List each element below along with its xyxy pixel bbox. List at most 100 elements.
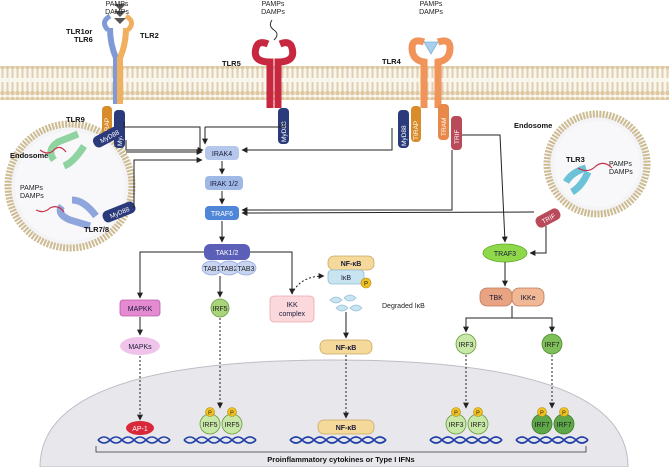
trif-adaptor [535,208,561,228]
irf5-b-label: IRF5 [224,422,239,429]
phospho-label: P [230,411,234,417]
irf3-node [455,333,477,355]
ikke-node [511,287,545,307]
tlr1-label: TLR1or [66,27,92,36]
tlr9-receptor [39,130,87,170]
irak12-node [205,176,243,190]
phospho-badge [537,407,547,417]
irf5-label: IRF5 [212,306,227,313]
pamps-label: PAMPs [20,185,43,192]
phospho-label: P [562,411,566,417]
trif-label: TRIF [454,130,461,144]
degraded-ikb-label: Degraded IκB [382,303,425,310]
irak4-node [205,146,239,160]
tirap-label: TIRAP [104,118,111,137]
irf7-label: IRF7 [544,342,559,349]
dna-strands [97,436,589,444]
tab3-label: TAB3 [238,266,255,273]
footer-bracket [95,446,587,453]
ikk-label: IKK [286,302,298,309]
myd88-label: MyD88 [281,121,288,142]
myd88-adaptor [92,124,126,148]
irf7-b-label: IRF7 [556,422,571,429]
ap1-label: AP-1 [132,426,148,433]
translocation-arrows [137,273,555,421]
pathway-arrows [123,122,555,339]
trif-adaptor [451,116,462,150]
tlr3-receptor [562,162,613,196]
tak12-label: TAK1/2 [216,250,239,257]
myd88-adaptor [102,201,136,223]
traf3-label: TRAF3 [494,251,516,258]
irf5-node [210,298,230,318]
tram-adaptor [438,104,449,140]
tab1-label: TAB1 [204,266,221,273]
phospho-badge [451,407,461,417]
tlr6-label: TLR6 [74,35,93,44]
pamps-label: PAMPs [609,161,632,168]
tab2-label: TAB2 [221,266,238,273]
damps-label: DAMPs [419,9,443,16]
phospho-badge [473,407,483,417]
mapkk-node [119,299,161,317]
pamps-label: PAMPs [262,1,285,8]
endosome-right [543,110,651,218]
irf3-b-label: IRF3 [470,422,485,429]
pamps-label: PAMPs [106,1,129,8]
tab3-node [235,260,257,276]
phospho-badge [360,277,372,289]
tlr9-label: TLR9 [66,115,85,124]
phospho-label: P [540,411,544,417]
irf7-a-label: IRF7 [534,422,549,429]
tlr78-label: TLR7/8 [84,225,109,234]
tlr5-label: TLR5 [222,59,241,68]
damps-label: DAMPs [261,9,285,16]
footer-label: Proinflammatory cytokines or Type I IFNs [267,455,414,464]
ap1-node [126,421,154,435]
complex-label: complex [279,311,306,318]
traf6-node [205,206,239,220]
myd88-adaptor [398,110,409,148]
nucleus [39,359,629,468]
tlr3-label: TLR3 [566,155,585,164]
nfkb-mid-label: NF-κB [336,345,357,352]
tak12-node [204,244,250,260]
ikk-complex [269,295,315,323]
myd88-label: MyD88 [401,125,408,146]
ikb-label: IκB [341,275,351,282]
irak12-label: IRAK 1/2 [210,181,238,188]
degraded-ikb-fragments [329,294,363,312]
irf7-node [541,333,563,355]
nfkb-top-label: NF-κB [341,261,362,268]
tlr78-receptor [35,196,99,230]
phospho-label: P [208,411,212,417]
nfkb-nuclear-label: NF-κB [336,425,357,432]
irf3-label: IRF3 [458,342,473,349]
endosome-label: Endosome [514,121,552,130]
tlr1-tlr2-receptor [102,4,134,104]
nfkb-nuclear [317,419,375,435]
irf3-a-label: IRF3 [448,422,463,429]
irf5-a-label: IRF5 [202,422,217,429]
damps-label: DAMPs [609,169,633,176]
plasma-membrane [0,66,669,100]
ikke-label: IKKe [520,295,535,302]
phospho-label: P [476,411,480,417]
nfkb-mid-node [319,339,373,355]
ikb-node [327,269,365,285]
tirap-label: TIRAP [413,121,420,140]
phospho-label: P [364,282,368,288]
traf6-label: TRAF6 [211,211,233,218]
phospho-label: P [454,411,458,417]
phospho-badge [205,407,215,417]
tlr4-label: TLR4 [382,57,402,66]
mapks-label: MAPKs [128,344,152,351]
damps-label: DAMPs [20,193,44,200]
tirap-adaptor [411,106,421,142]
tlr4-receptor [408,37,454,108]
irak4-label: IRAK4 [212,151,232,158]
damps-label: DAMPs [105,9,129,16]
tram-label: TRAM [441,118,448,136]
endosome-label: Endosome [10,151,48,160]
